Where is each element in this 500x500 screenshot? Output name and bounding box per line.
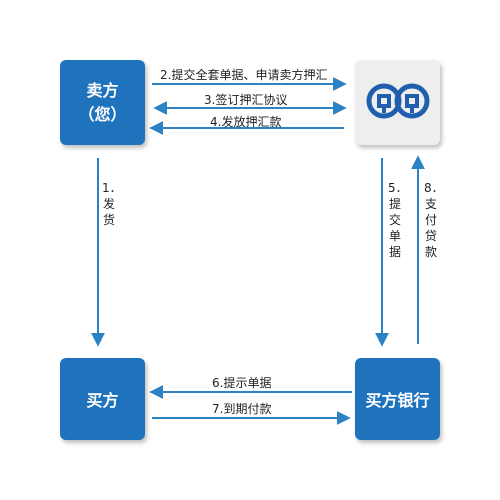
bank-logo-icon (366, 83, 429, 118)
buyer-bank-label: 买方银行 (365, 391, 430, 410)
buyer-label: 买方 (86, 391, 119, 410)
seller-label: 卖方 (86, 80, 119, 100)
buyer-bank-node: 买方银行 (355, 358, 440, 440)
buyer-node: 买方 (60, 358, 145, 440)
flow-label-5: 5．提交单据 (388, 181, 408, 259)
flow-label-6: 6.提示单据 (212, 376, 272, 390)
flow-label-8: 8．支付贷款 (424, 181, 444, 259)
flow-label-1: 1．发货 (102, 181, 122, 227)
flow-label-7: 7.到期付款 (212, 402, 272, 416)
seller-bank-node (355, 60, 440, 145)
seller-sub-label: （您） (78, 104, 127, 124)
flow-label-2: 2.提交全套单据、申请卖方押汇 (160, 68, 328, 82)
flow-label-4: 4.发放押汇款 (210, 115, 282, 129)
flow-label-3: 3.签订押汇协议 (204, 93, 288, 107)
seller-node: 卖方 （您） (60, 60, 145, 145)
